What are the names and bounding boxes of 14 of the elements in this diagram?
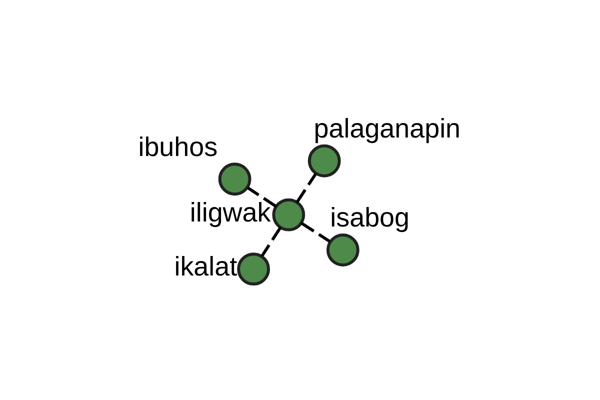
node-label: iligwak (189, 197, 270, 228)
node-circle (326, 234, 359, 266)
connector (260, 226, 282, 257)
node-circle (236, 252, 270, 286)
node-circle (272, 198, 305, 232)
connector (246, 186, 276, 208)
connector (300, 222, 330, 243)
node-label: palaganapin (313, 114, 460, 144)
node-label: isabog (330, 202, 410, 233)
connector (295, 173, 316, 204)
node-circle (307, 144, 340, 178)
node-label: ibuhos (138, 132, 218, 162)
node-label: ikalat (174, 252, 237, 282)
node-circle (218, 162, 251, 196)
